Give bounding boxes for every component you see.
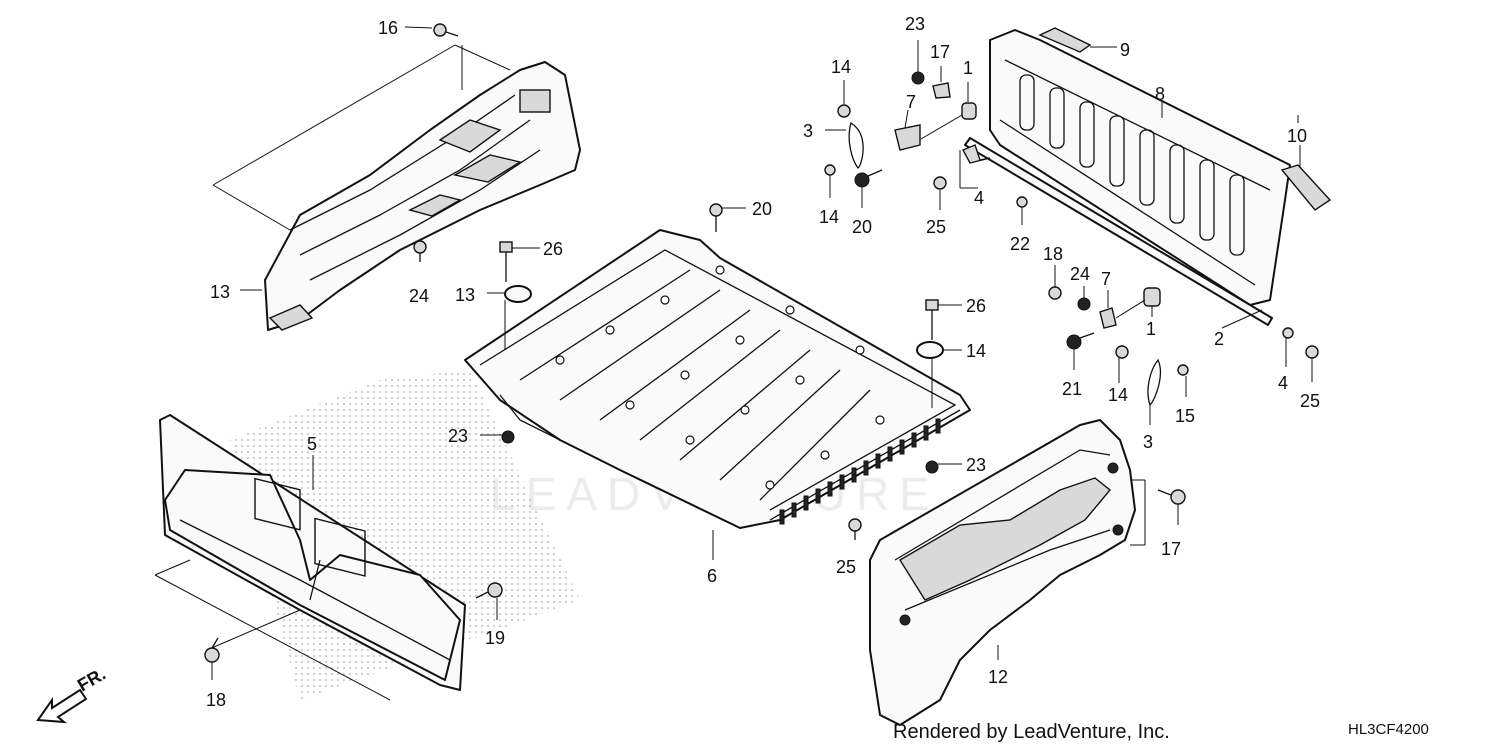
callout-11: 13 [210,282,230,302]
callout-26: 26 [966,296,986,316]
callout-6: 6 [707,566,717,586]
callout-3: 3 [803,121,813,141]
callout-7: 7 [906,92,916,112]
callout-25: 25 [1300,391,1320,411]
callout-18: 18 [1043,244,1063,264]
callout-14: 14 [1108,385,1128,405]
callout-9: 9 [1120,40,1130,60]
callout-labels: 16 13 24 26 13 20 23 5 6 19 18 25 23 26 … [206,14,1320,710]
callout-13: 13 [455,285,475,305]
callout-23: 23 [905,14,925,34]
callout-17: 16 [378,18,398,38]
callout-25: 25 [926,217,946,237]
front-direction-arrow-icon: FR. [36,664,109,724]
diagram-code: HL3CF4200 [1348,721,1429,738]
callout-14: 14 [831,57,851,77]
part-9-latch [1038,27,1117,53]
part-6-bed-floor [464,229,971,529]
part-8-tailgate [989,29,1291,306]
callout-17: 17 [1161,539,1181,559]
callout-19: 18 [206,690,226,710]
callout-1: 1 [1146,319,1156,339]
callout-4: 4 [974,188,984,208]
callout-15: 19 [485,628,505,648]
part-11-left-side-panel [212,44,581,331]
callout-14: 14 [819,207,839,227]
callout-24: 25 [836,557,856,577]
callout-26: 26 [543,239,563,259]
callout-8: 8 [1155,84,1165,104]
callout-2: 2 [1214,329,1224,349]
callout-16: 20 [752,199,772,219]
callout-21: 22 [1010,234,1030,254]
callout-23: 24 [1070,264,1090,284]
callout-7: 7 [1101,269,1111,289]
callout-13: 14 [966,341,986,361]
callout-3: 3 [1143,432,1153,452]
callout-20: 21 [1062,379,1082,399]
callout-5: 5 [307,434,317,454]
part-10-latch [1280,145,1332,211]
part-2-rod [964,137,1273,326]
callout-10: 10 [1287,126,1307,146]
callout-12: 12 [988,667,1008,687]
callout-22: 23 [966,455,986,475]
callout-18: 17 [930,42,950,62]
callout-22: 23 [448,426,468,446]
callout-24: 24 [409,286,429,306]
callout-20: 20 [852,217,872,237]
callout-4: 4 [1278,373,1288,393]
callout-14: 15 [1175,406,1195,426]
credit-text: Rendered by LeadVenture, Inc. [893,721,1170,743]
hardware-fasteners [204,23,1319,680]
part-12-right-side-panel [869,419,1146,726]
callout-1: 1 [963,58,973,78]
part-5-front-partition [154,414,466,701]
